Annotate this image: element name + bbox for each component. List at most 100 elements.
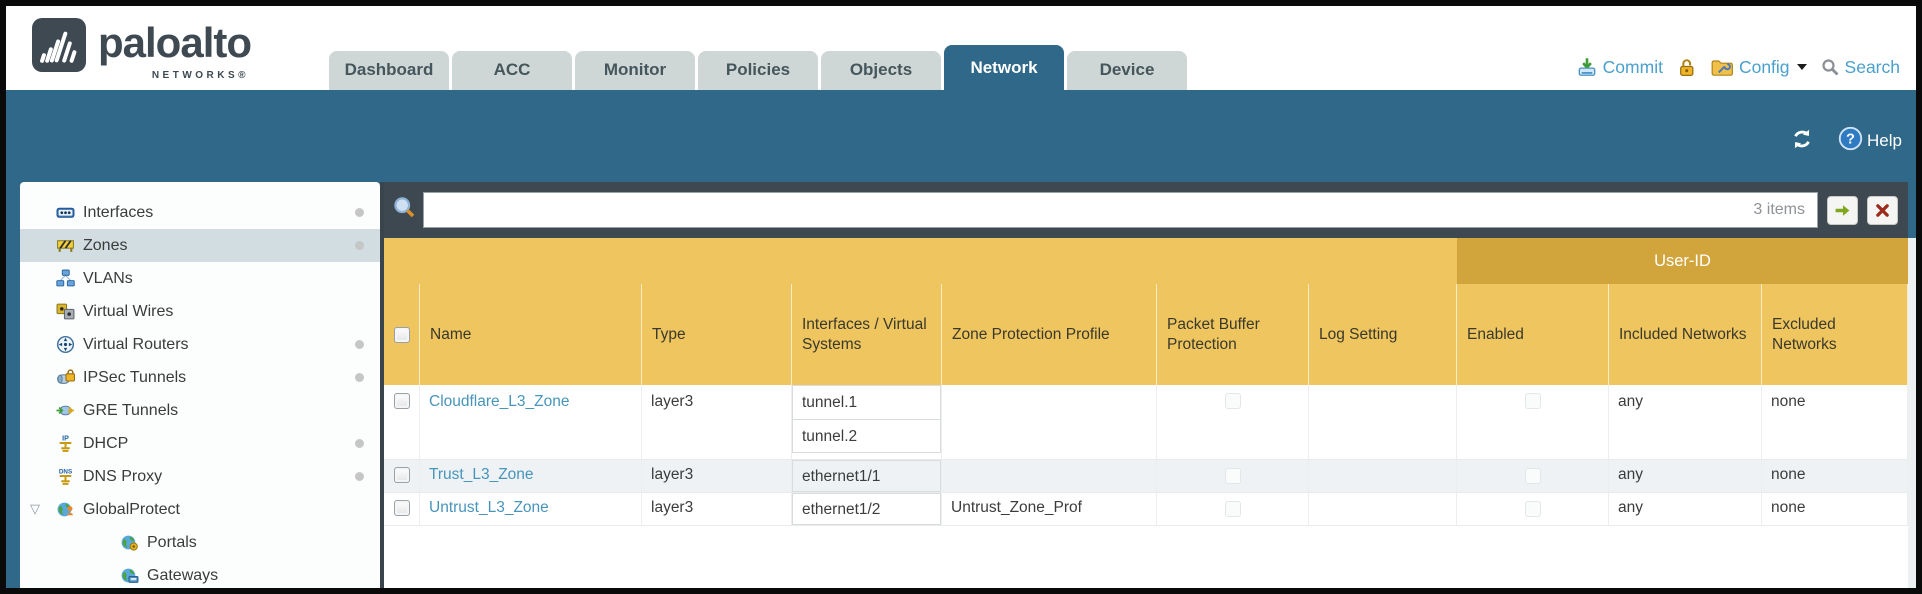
- cell-included-networks: any: [1609, 493, 1762, 525]
- sidebar-item-interfaces[interactable]: Interfaces: [20, 196, 380, 229]
- packet-buffer-checkbox[interactable]: [1224, 393, 1241, 409]
- sidebar-item-gateways[interactable]: Gateways: [20, 559, 380, 588]
- select-all-cell: [384, 284, 420, 385]
- cell-type: layer3: [642, 460, 792, 492]
- dhcp-icon: IP: [56, 434, 75, 453]
- status-dot: [355, 340, 364, 349]
- config-dropdown[interactable]: Config: [1710, 56, 1807, 78]
- column-header-log-setting[interactable]: Log Setting: [1309, 284, 1457, 385]
- status-dot: [355, 373, 364, 382]
- cell-log-setting: [1309, 385, 1457, 459]
- apply-filter-button[interactable]: [1827, 195, 1858, 225]
- brand-sub: NETWORKS®: [151, 70, 250, 81]
- sidebar-item-gre-tunnels[interactable]: GRE Tunnels: [20, 394, 380, 427]
- interface-item: tunnel.1: [792, 385, 941, 419]
- sidebar-item-vlans[interactable]: VLANs: [20, 262, 380, 295]
- help-label: Help: [1867, 131, 1902, 150]
- row-checkbox[interactable]: [393, 393, 410, 409]
- svg-text:DNS: DNS: [59, 469, 72, 476]
- tab-monitor[interactable]: Monitor: [575, 51, 695, 90]
- commit-button[interactable]: Commit: [1576, 56, 1663, 78]
- cell-included-networks: any: [1609, 385, 1762, 459]
- filter-search-icon: [392, 195, 417, 225]
- sidebar-item-dns-proxy[interactable]: DNS DNS Proxy: [20, 460, 380, 493]
- items-count: 3 items: [1753, 201, 1805, 218]
- commit-icon: [1576, 56, 1598, 78]
- user-id-enabled-checkbox[interactable]: [1524, 501, 1541, 517]
- select-all-checkbox[interactable]: [393, 326, 410, 343]
- globalprotect-icon: [56, 500, 75, 519]
- column-header-interfaces-virtual-systems[interactable]: Interfaces / Virtual Systems: [792, 284, 942, 385]
- zone-name-link[interactable]: Cloudflare_L3_Zone: [429, 393, 570, 410]
- tab-objects[interactable]: Objects: [821, 51, 941, 90]
- cell-name: Trust_L3_Zone: [420, 460, 642, 492]
- tab-policies[interactable]: Policies: [698, 51, 818, 90]
- zone-name-link[interactable]: Trust_L3_Zone: [429, 466, 534, 483]
- search-label: Search: [1844, 56, 1900, 77]
- column-header-included-networks[interactable]: Included Networks: [1609, 284, 1762, 385]
- sidebar-item-label: Zones: [83, 236, 128, 254]
- row-checkbox[interactable]: [393, 500, 410, 516]
- cell-zone-protection-profile: Untrust_Zone_Prof: [942, 493, 1157, 525]
- clear-filter-button[interactable]: [1867, 195, 1898, 225]
- column-header-name[interactable]: Name: [420, 284, 642, 385]
- cell-interfaces: ethernet1/1: [792, 460, 942, 492]
- user-id-group-header: User-ID: [1457, 238, 1908, 284]
- tab-dashboard[interactable]: Dashboard: [329, 51, 449, 90]
- column-header-enabled[interactable]: Enabled: [1457, 284, 1609, 385]
- paloalto-logo-icon: [32, 18, 86, 72]
- sidebar-item-zones[interactable]: Zones: [20, 229, 380, 262]
- cell-packet-buffer-protection: [1157, 493, 1309, 525]
- config-label: Config: [1738, 56, 1790, 77]
- refresh-icon[interactable]: [1790, 127, 1814, 156]
- row-select-cell: [384, 385, 420, 459]
- dns-proxy-icon: DNS: [56, 467, 75, 486]
- sidebar-item-virtual-routers[interactable]: Virtual Routers: [20, 328, 380, 361]
- cell-user-id-enabled: [1457, 460, 1609, 492]
- search-button[interactable]: Search: [1820, 57, 1900, 78]
- sidebar-item-portals[interactable]: Portals: [20, 526, 380, 559]
- portals-icon: [120, 533, 139, 552]
- sidebar-item-label: Virtual Wires: [83, 302, 174, 320]
- cell-packet-buffer-protection: [1157, 385, 1309, 459]
- row-select-cell: [384, 460, 420, 492]
- user-id-enabled-checkbox[interactable]: [1524, 468, 1541, 484]
- column-header-type[interactable]: Type: [642, 284, 792, 385]
- tab-acc[interactable]: ACC: [452, 51, 572, 90]
- tab-network[interactable]: Network: [944, 45, 1064, 90]
- brand-name: paloalto: [98, 19, 252, 66]
- sidebar-item-ipsec-tunnels[interactable]: IPSec Tunnels: [20, 361, 380, 394]
- virtual-routers-icon: [56, 335, 75, 354]
- expander-triangle-icon[interactable]: ▽: [30, 501, 40, 516]
- packet-buffer-checkbox[interactable]: [1224, 468, 1241, 484]
- filter-input[interactable]: [424, 193, 1754, 227]
- cell-excluded-networks: none: [1762, 385, 1908, 459]
- cell-zone-protection-profile: [942, 460, 1157, 492]
- column-header-zone-protection-profile[interactable]: Zone Protection Profile: [942, 284, 1157, 385]
- right-gutter: [1908, 238, 1916, 588]
- packet-buffer-checkbox[interactable]: [1224, 501, 1241, 517]
- user-id-enabled-checkbox[interactable]: [1524, 393, 1541, 409]
- row-checkbox[interactable]: [393, 467, 410, 483]
- lock-icon[interactable]: [1676, 57, 1697, 78]
- column-header-packet-buffer-protection[interactable]: Packet Buffer Protection: [1157, 284, 1309, 385]
- commit-label: Commit: [1602, 56, 1663, 77]
- status-dot: [355, 472, 364, 481]
- column-header-excluded-networks[interactable]: Excluded Networks: [1762, 284, 1908, 385]
- zone-name-link[interactable]: Untrust_L3_Zone: [429, 499, 549, 516]
- sidebar-item-label: Virtual Routers: [83, 335, 189, 353]
- virtual-wires-icon: [56, 302, 75, 321]
- help-button[interactable]: ? Help: [1838, 126, 1902, 156]
- tab-device[interactable]: Device: [1067, 51, 1187, 90]
- sidebar-item-virtual-wires[interactable]: Virtual Wires: [20, 295, 380, 328]
- sidebar-item-label: DNS Proxy: [83, 467, 163, 485]
- sidebar-item-globalprotect[interactable]: ▽GlobalProtect: [20, 493, 380, 526]
